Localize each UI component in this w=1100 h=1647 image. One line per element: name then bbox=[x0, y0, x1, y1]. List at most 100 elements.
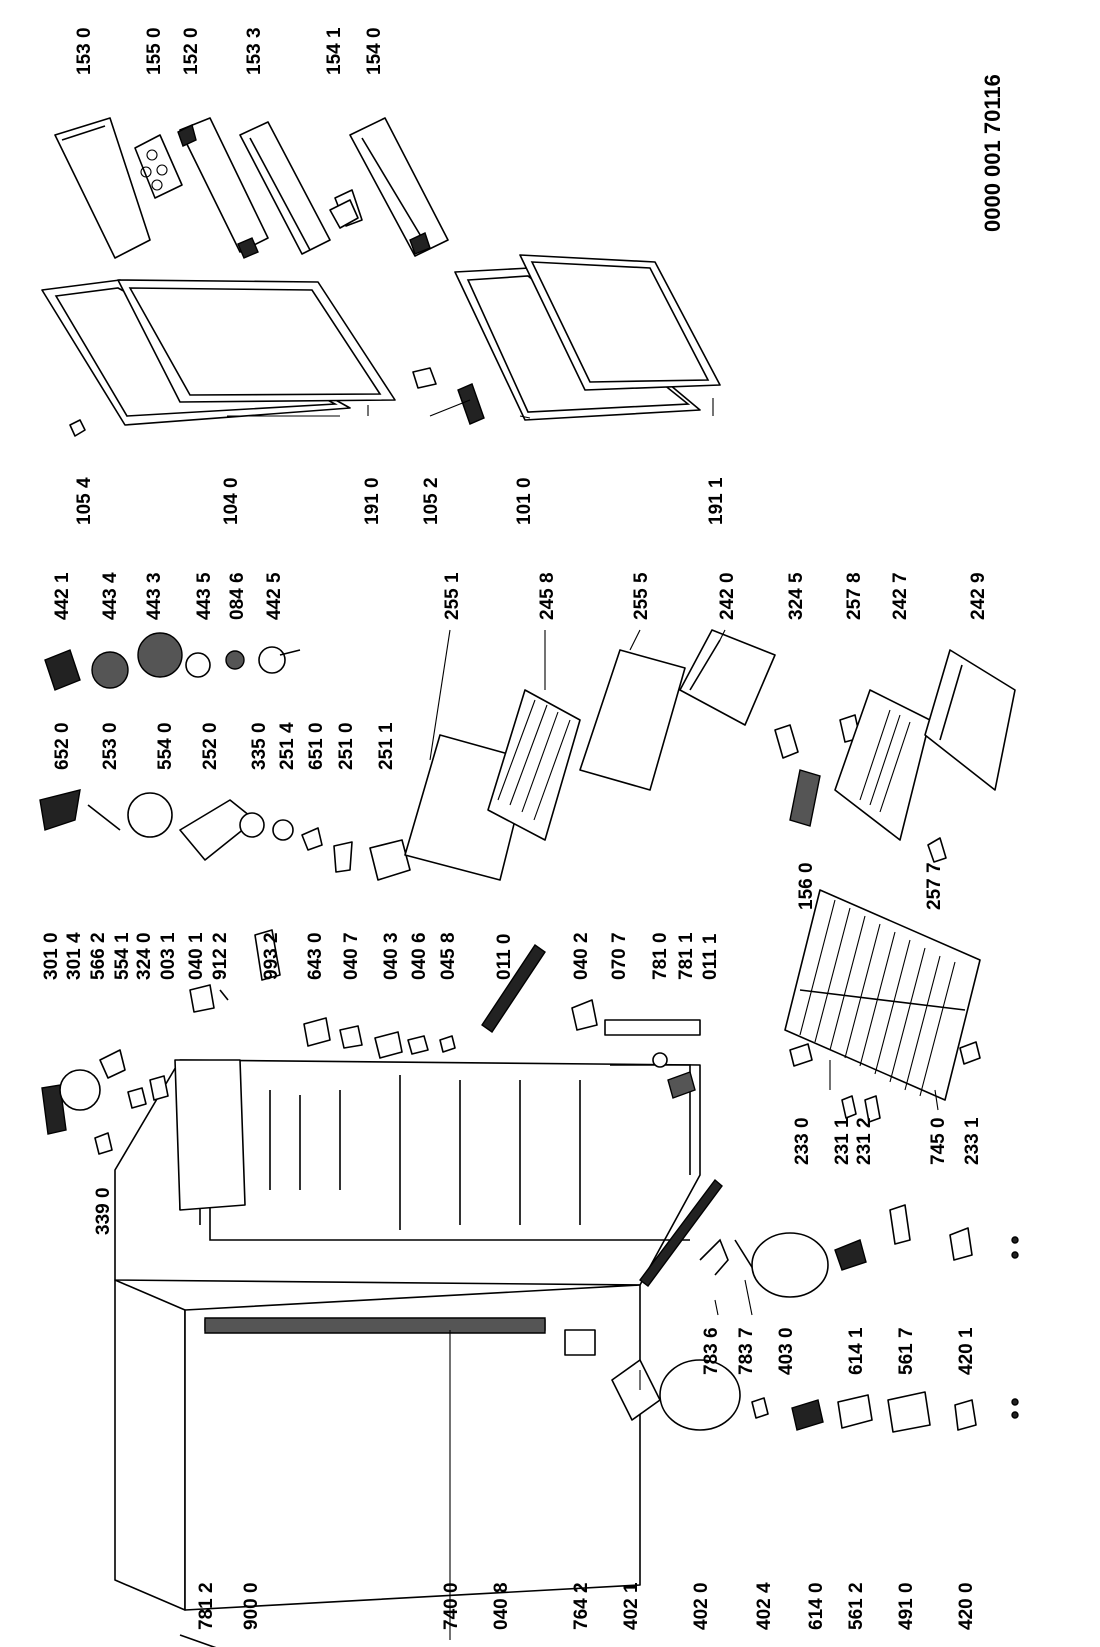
label-1520: 152 0 bbox=[181, 27, 202, 75]
clip-2577 bbox=[927, 837, 947, 863]
crisper-2420 bbox=[679, 629, 776, 726]
label-9122: 912 2 bbox=[210, 932, 231, 980]
part-labels: 153 0 155 0 152 0 153 3 154 1 154 0 105 … bbox=[41, 27, 1005, 1630]
label-2530: 253 0 bbox=[100, 722, 121, 770]
label-4910: 491 0 bbox=[896, 1582, 917, 1630]
document-number: 0000 001 70116 bbox=[980, 74, 1005, 232]
label-3350: 335 0 bbox=[249, 722, 270, 770]
label-4201: 420 1 bbox=[956, 1327, 977, 1375]
label-7836: 783 6 bbox=[701, 1327, 722, 1375]
label-4021: 402 1 bbox=[621, 1582, 642, 1630]
label-2331: 233 1 bbox=[962, 1117, 983, 1165]
label-4433: 443 3 bbox=[144, 572, 165, 620]
label-4434: 443 4 bbox=[100, 572, 121, 620]
label-5541: 554 1 bbox=[112, 932, 133, 980]
label-0707: 070 7 bbox=[609, 932, 630, 980]
label-0401: 040 1 bbox=[186, 932, 207, 980]
label-1911: 191 1 bbox=[706, 477, 727, 525]
compressor-parts-right bbox=[699, 1204, 1019, 1298]
label-7400: 740 0 bbox=[441, 1582, 462, 1630]
label-2514: 251 4 bbox=[277, 722, 298, 770]
door-balcony-1530 bbox=[54, 117, 151, 259]
label-6520: 652 0 bbox=[52, 722, 73, 770]
door-balcony-1533 bbox=[239, 121, 331, 255]
label-1560: 156 0 bbox=[796, 862, 817, 910]
label-2458: 245 8 bbox=[537, 572, 558, 620]
wire-shelf-2458 bbox=[487, 689, 581, 841]
label-3010: 301 0 bbox=[41, 932, 62, 980]
leader-lines bbox=[227, 398, 939, 1640]
label-2427: 242 7 bbox=[890, 572, 911, 620]
label-1040: 104 0 bbox=[221, 477, 242, 525]
label-4030: 403 0 bbox=[776, 1327, 797, 1375]
label-7642: 764 2 bbox=[571, 1582, 592, 1630]
label-1541: 154 1 bbox=[324, 27, 345, 75]
label-1533: 153 3 bbox=[244, 27, 265, 75]
ice-tray-1560 bbox=[789, 769, 821, 827]
label-4020: 402 0 bbox=[691, 1582, 712, 1630]
label-4200: 420 0 bbox=[956, 1582, 977, 1630]
freezer-drawer-2429 bbox=[924, 649, 1016, 791]
label-1530: 153 0 bbox=[74, 27, 95, 75]
label-6140: 614 0 bbox=[806, 1582, 827, 1630]
label-9000: 900 0 bbox=[241, 1582, 262, 1630]
label-0402: 040 2 bbox=[571, 932, 592, 980]
freezer-drawer-2427 bbox=[834, 689, 931, 841]
label-6141: 614 1 bbox=[846, 1327, 867, 1375]
label-2311: 231 1 bbox=[832, 1117, 853, 1165]
label-2511: 251 1 bbox=[376, 722, 397, 770]
label-7810: 781 0 bbox=[650, 932, 671, 980]
label-0403: 040 3 bbox=[381, 932, 402, 980]
thermostat-box bbox=[174, 1059, 246, 1211]
label-2420: 242 0 bbox=[717, 572, 738, 620]
label-0408: 040 8 bbox=[491, 1582, 512, 1630]
label-1550: 155 0 bbox=[144, 27, 165, 75]
label-1054: 105 4 bbox=[74, 477, 95, 525]
label-1052: 105 2 bbox=[421, 477, 442, 525]
cabinet-body bbox=[114, 1059, 701, 1611]
evaporator-fittings bbox=[789, 1041, 981, 1123]
label-1910: 191 0 bbox=[362, 477, 383, 525]
label-7450: 745 0 bbox=[928, 1117, 949, 1165]
fan-parts-row bbox=[44, 632, 301, 691]
hinge-cap-1054 bbox=[69, 419, 86, 437]
label-6430: 643 0 bbox=[305, 932, 326, 980]
control-parts bbox=[41, 1049, 169, 1155]
label-0110: 011 0 bbox=[494, 934, 515, 981]
condenser-7400 bbox=[204, 1317, 546, 1334]
label-2510: 251 0 bbox=[336, 722, 357, 770]
label-5540: 554 0 bbox=[155, 722, 176, 770]
egg-tray-1550 bbox=[134, 134, 183, 199]
label-1010: 101 0 bbox=[514, 477, 535, 525]
bottle-balcony-1540 bbox=[349, 117, 449, 257]
hinge-parts-column bbox=[189, 929, 723, 1287]
label-7837: 783 7 bbox=[736, 1327, 757, 1375]
label-2551: 255 1 bbox=[442, 572, 463, 620]
label-7812: 781 2 bbox=[196, 1582, 217, 1630]
label-3240: 324 0 bbox=[134, 932, 155, 980]
label-3014: 301 4 bbox=[64, 932, 85, 980]
label-5612: 561 2 bbox=[846, 1582, 867, 1630]
label-0407: 040 7 bbox=[341, 932, 362, 980]
label-4421: 442 1 bbox=[52, 572, 73, 620]
label-6510: 651 0 bbox=[306, 722, 327, 770]
label-2577: 257 7 bbox=[924, 862, 945, 910]
label-5617: 561 7 bbox=[896, 1327, 917, 1375]
evaporator-7450 bbox=[784, 889, 981, 1101]
label-2312: 231 2 bbox=[854, 1117, 875, 1165]
label-0406: 040 6 bbox=[409, 932, 430, 980]
label-0846: 084 6 bbox=[227, 572, 248, 620]
label-3390: 339 0 bbox=[93, 1187, 114, 1235]
label-2520: 252 0 bbox=[200, 722, 221, 770]
bottle-clip-1541 bbox=[329, 189, 363, 229]
label-2578: 257 8 bbox=[844, 572, 865, 620]
clip-3245 bbox=[774, 724, 799, 759]
label-4425: 442 5 bbox=[264, 572, 285, 620]
label-1540: 154 0 bbox=[364, 27, 385, 75]
label-4024: 402 4 bbox=[754, 1582, 775, 1630]
hinge-1052 bbox=[412, 367, 485, 425]
door-gasket-1910 bbox=[117, 279, 396, 403]
label-2429: 242 9 bbox=[968, 572, 989, 620]
door-balcony-1520 bbox=[177, 117, 269, 259]
